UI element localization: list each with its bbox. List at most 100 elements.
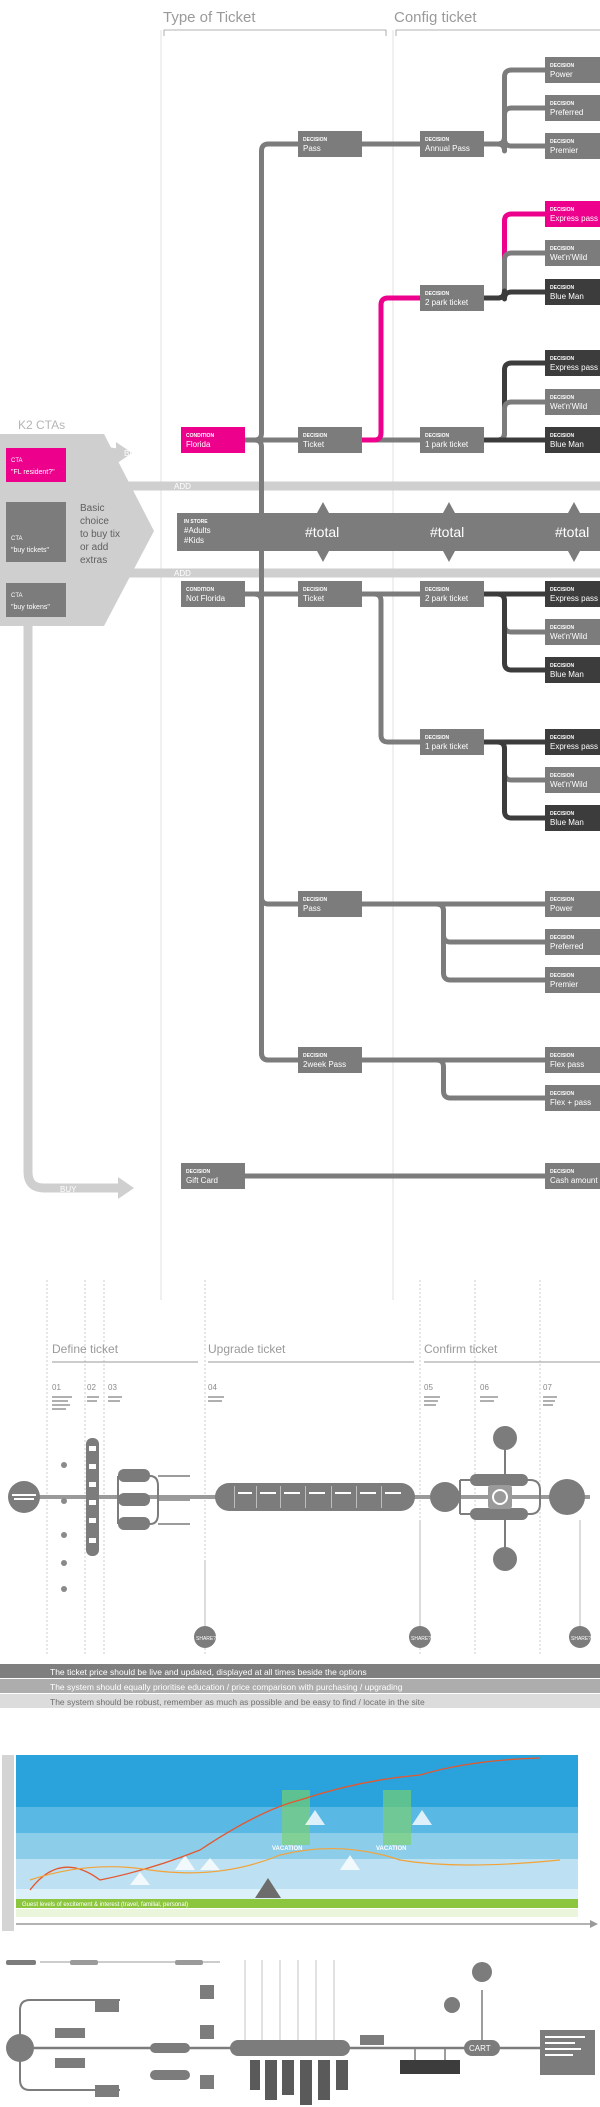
node-title: Express pass <box>550 363 598 372</box>
svg-text:IN STORE: IN STORE <box>184 519 208 525</box>
total-2: #total <box>430 524 464 540</box>
svg-text:CTA: CTA <box>11 536 23 542</box>
buy-arrow-head-top <box>116 442 132 464</box>
svg-text:CTA: CTA <box>11 458 23 464</box>
node-title: 1 park ticket <box>425 440 469 449</box>
node-kind: DECISION <box>550 101 575 107</box>
node-kind: DECISION <box>550 139 575 145</box>
node-kind: DECISION <box>550 935 575 941</box>
node-title: Wet'n'Wild <box>550 780 587 789</box>
k2-basic-choice: Basic choice to buy tix or add extras <box>80 503 120 566</box>
node-title: Wet'n'Wild <box>550 402 587 411</box>
total-1: #total <box>305 524 339 540</box>
node-kind: DECISION <box>425 735 450 741</box>
svg-text:04: 04 <box>208 1383 217 1392</box>
buy-label-bottom: BUY <box>60 1185 77 1194</box>
cta-buy-tickets[interactable]: CTA "buy tickets" <box>6 502 66 562</box>
node-title: Ticket <box>303 440 325 449</box>
node-title: Express pass <box>550 594 598 603</box>
node-kind: CONDITION <box>186 433 214 439</box>
cta-fl-resident[interactable]: CTA "FL resident?" <box>6 448 66 482</box>
node-kind: DECISION <box>550 207 575 213</box>
node-kind: DECISION <box>303 587 328 593</box>
node-title: Blue Man <box>550 818 584 827</box>
node-kind: DECISION <box>303 433 328 439</box>
node-kind: DECISION <box>550 973 575 979</box>
emotion-footer: Guest levels of excitement & interest (t… <box>22 1902 188 1908</box>
emotion-chart: VACATION VACATION Guest levels of excite… <box>2 1755 598 1931</box>
flow-edge <box>461 739 548 821</box>
flow-edge <box>461 288 548 302</box>
node-kind: DECISION <box>425 433 450 439</box>
svg-text:#Adults: #Adults <box>184 526 211 535</box>
node-title: Blue Man <box>550 292 584 301</box>
node-title: 2week Pass <box>303 1060 346 1069</box>
flow-edge <box>461 591 548 673</box>
share-label-1: SHARE? <box>196 1636 216 1642</box>
node-kind: DECISION <box>550 897 575 903</box>
node-kind: DECISION <box>303 137 328 143</box>
node-kind: DECISION <box>550 356 575 362</box>
node-title: Flex + pass <box>550 1098 591 1107</box>
node-title: Wet'n'Wild <box>550 253 587 262</box>
header-config-ticket: Config ticket <box>394 9 477 26</box>
node-title: Florida <box>186 440 211 449</box>
svg-text:07: 07 <box>543 1383 552 1392</box>
principle-1: The ticket price should be live and upda… <box>50 1667 367 1677</box>
node-kind: DECISION <box>550 395 575 401</box>
design-principles: The ticket price should be live and upda… <box>0 1664 600 1708</box>
node-title: 1 park ticket <box>425 742 469 751</box>
node-kind: DECISION <box>186 1169 211 1175</box>
node-kind: DECISION <box>550 1091 575 1097</box>
flow-edge <box>339 1057 548 1101</box>
share-label-3: SHARE? <box>571 1636 591 1642</box>
node-kind: DECISION <box>550 63 575 69</box>
journey-step-notes <box>52 1396 557 1410</box>
overview-diagram: CART <box>6 1960 595 2105</box>
node-title: Express pass <box>550 742 598 751</box>
svg-text:extras: extras <box>80 555 107 566</box>
vacation-label-2: VACATION <box>376 1846 406 1852</box>
journey-guides <box>46 1280 541 1655</box>
node-title: Express pass <box>550 214 598 223</box>
node-title: Premier <box>550 146 578 155</box>
node-title: Cash amount <box>550 1176 598 1185</box>
node-title: Ticket <box>303 594 325 603</box>
cta-buy-tokens[interactable]: CTA "buy tokens" <box>6 583 66 617</box>
